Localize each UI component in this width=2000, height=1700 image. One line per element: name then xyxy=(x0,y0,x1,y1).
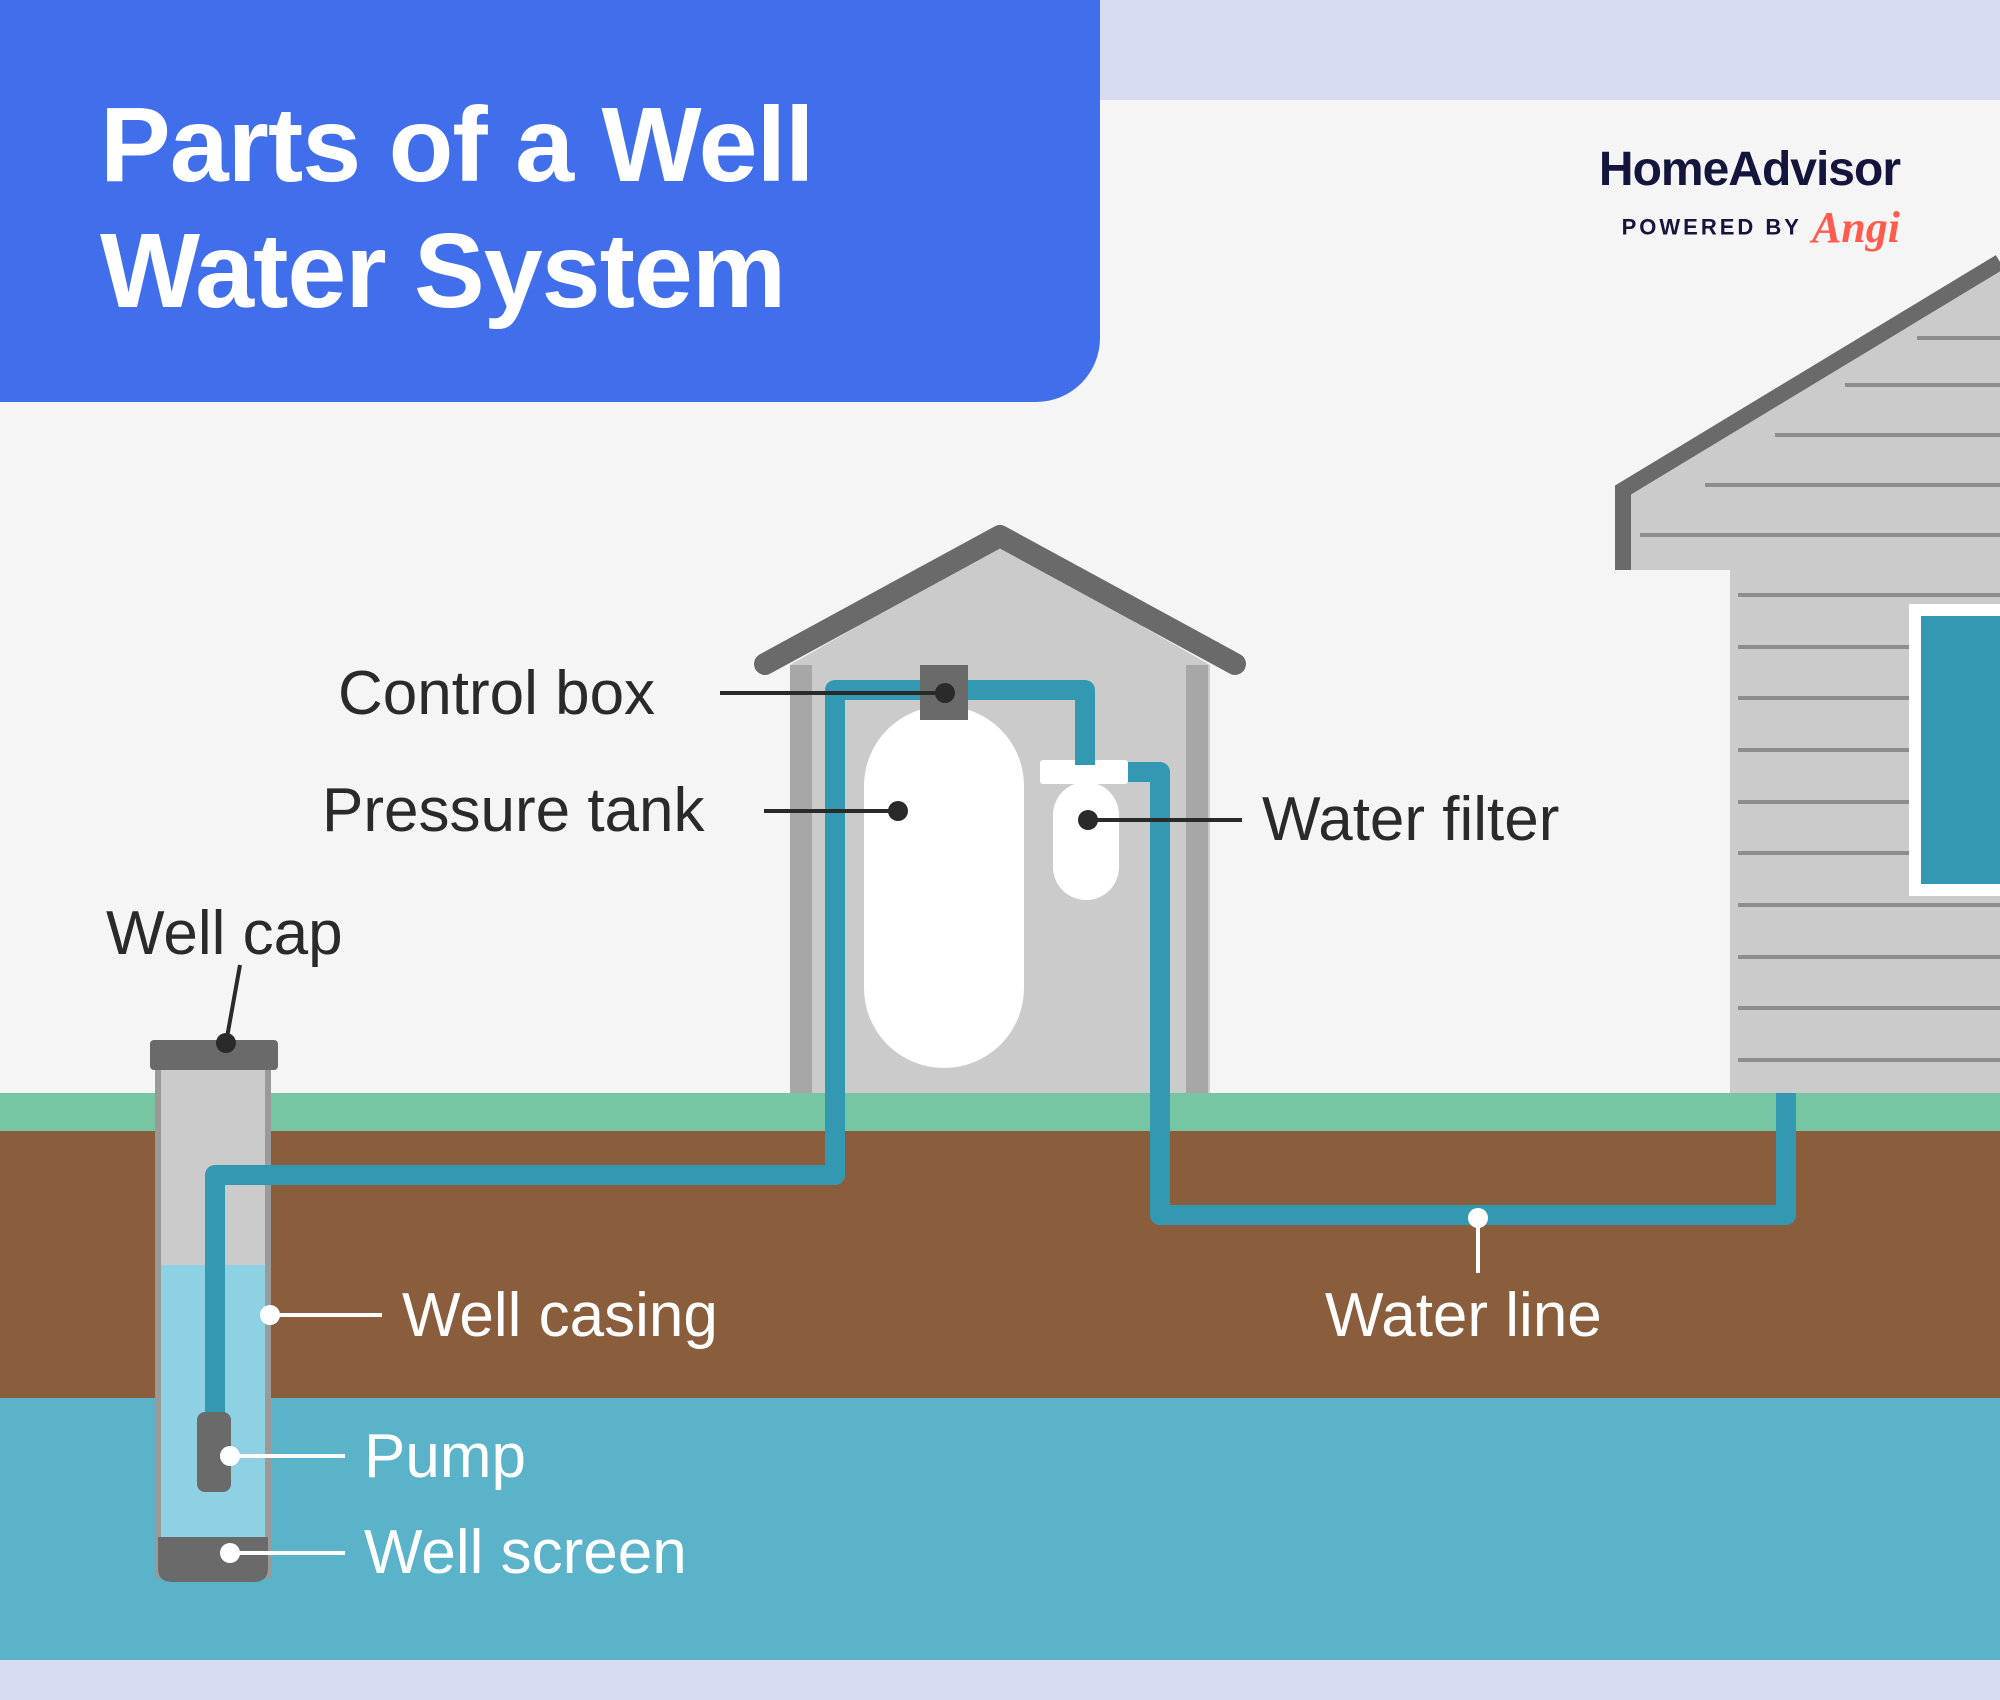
house-window xyxy=(1909,604,2000,896)
brand-logo: HomeAdvisor POWERED BY Angi xyxy=(1480,140,1901,253)
label-water-filter: Water filter xyxy=(1262,785,1560,854)
light-leader-dots xyxy=(220,1208,1488,1563)
well-house-roof xyxy=(754,525,1246,675)
brand-powered-by: POWERED BY xyxy=(1621,214,1802,240)
leader-well-cap xyxy=(224,964,242,1044)
pressure-tank xyxy=(864,706,1024,1068)
house-roof-edge xyxy=(1615,255,2000,570)
title-box: Parts of a Well Water System xyxy=(0,0,1100,402)
well-screen xyxy=(158,1537,268,1582)
brand-name: HomeAdvisor xyxy=(1598,143,1901,196)
groundwater-layer xyxy=(0,1398,2000,1660)
well-cap xyxy=(150,1040,278,1070)
dot-well-screen xyxy=(220,1543,240,1563)
title-line-1: Parts of a Well xyxy=(100,86,815,204)
dot-pressure-tank xyxy=(888,801,908,821)
house xyxy=(1615,255,2000,1093)
dot-well-casing xyxy=(260,1305,280,1325)
water-filter xyxy=(1053,782,1119,900)
dark-leader-lines xyxy=(224,691,1242,1044)
label-well-casing: Well casing xyxy=(402,1281,718,1350)
house-wall xyxy=(1630,270,2000,1093)
title-line-2: Water System xyxy=(100,212,786,330)
page-title: Parts of a Well Water System xyxy=(100,82,1080,334)
dot-water-filter xyxy=(1078,810,1098,830)
label-pressure-tank: Pressure tank xyxy=(322,776,705,845)
light-leader-lines xyxy=(230,1218,1480,1555)
dark-leader-dots xyxy=(216,683,1098,1053)
label-water-line: Water line xyxy=(1325,1281,1602,1350)
supply-pipe xyxy=(205,680,1095,1460)
water-line-pipe xyxy=(1128,762,1796,1225)
label-well-cap: Well cap xyxy=(106,899,343,968)
dot-well-cap xyxy=(216,1033,236,1053)
dot-water-line xyxy=(1468,1208,1488,1228)
water-filter-head xyxy=(1040,760,1128,784)
brand-tagline: POWERED BY Angi xyxy=(1480,202,1900,253)
brand-partner-logo: Angi xyxy=(1811,203,1900,252)
dot-control-box xyxy=(935,683,955,703)
dot-pump xyxy=(220,1446,240,1466)
pump xyxy=(197,1412,231,1492)
label-control-box: Control box xyxy=(338,659,656,728)
well-house-left-edge xyxy=(790,665,812,1093)
label-pump: Pump xyxy=(364,1422,526,1491)
label-well-screen: Well screen xyxy=(364,1518,687,1587)
grass-layer xyxy=(0,1093,2000,1133)
well-house-right-edge xyxy=(1186,665,1208,1093)
